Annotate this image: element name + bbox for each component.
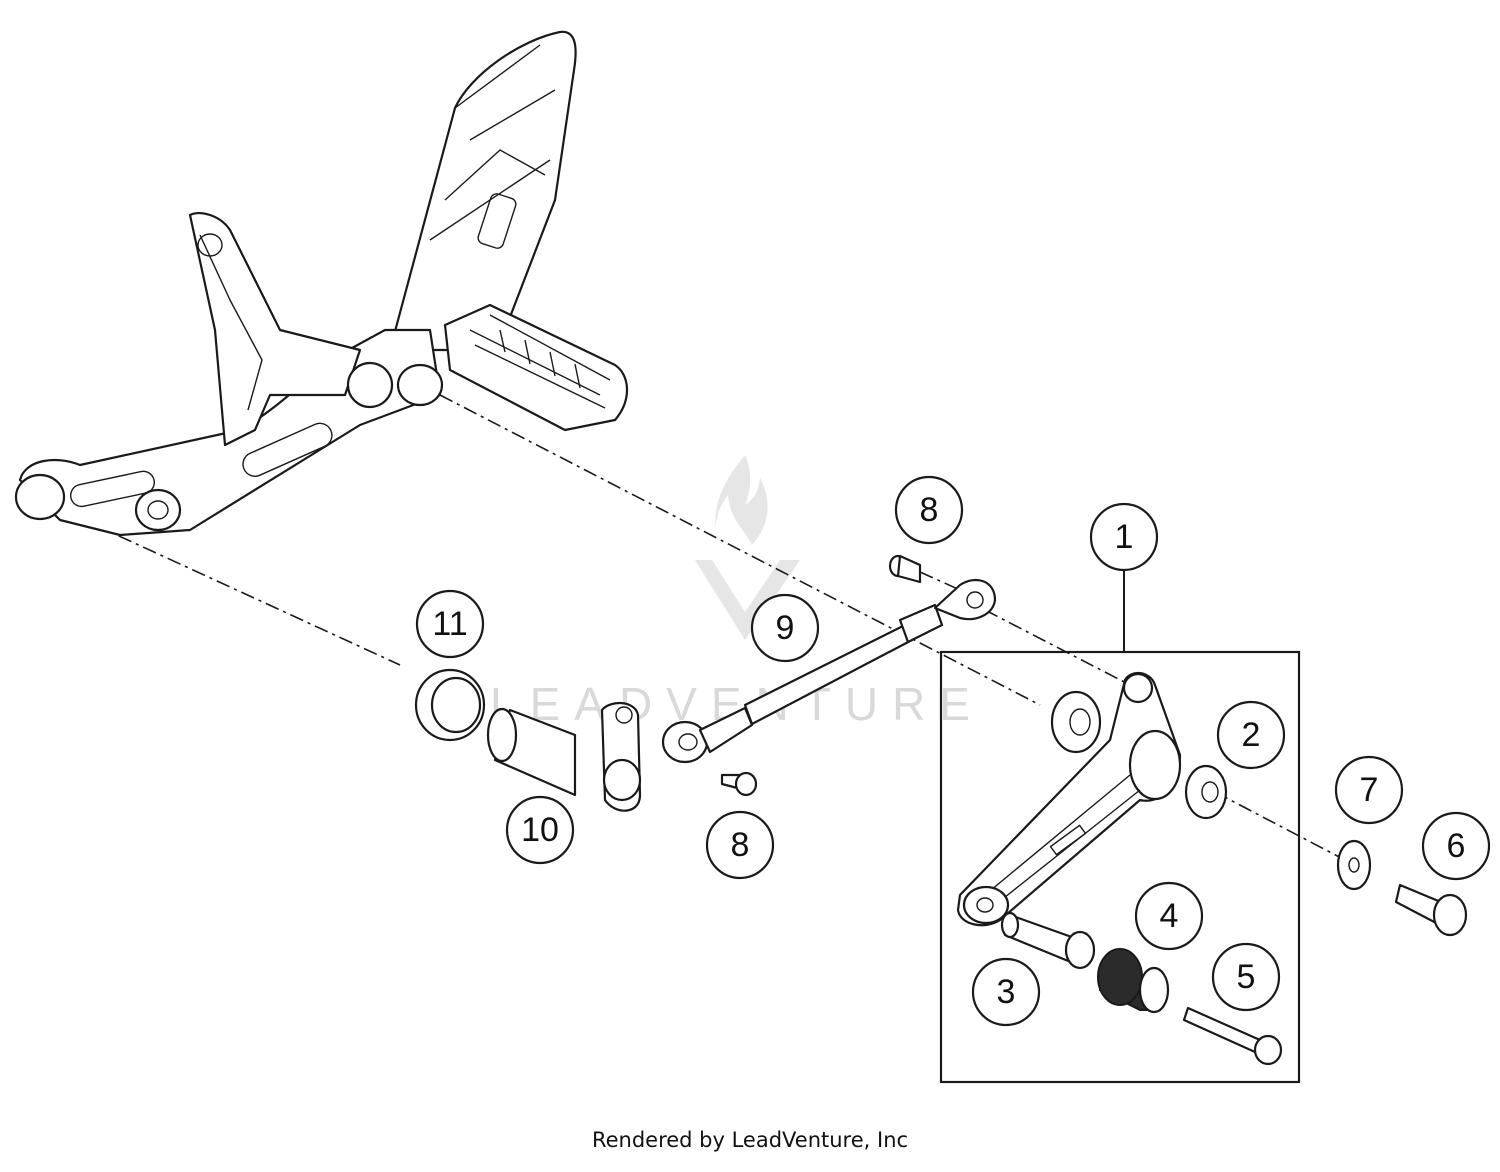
render-credit: Rendered by LeadVenture, Inc xyxy=(591,1128,909,1152)
part-4-shift-rubber xyxy=(1097,948,1170,1014)
part-10-shift-lever xyxy=(486,702,642,812)
callout-7: 7 xyxy=(1334,755,1404,825)
svg-text:10: 10 xyxy=(521,811,559,849)
callout-8-upper: 8 xyxy=(894,475,964,545)
svg-text:7: 7 xyxy=(1360,771,1379,809)
svg-text:11: 11 xyxy=(432,605,467,643)
callout-6: 6 xyxy=(1421,811,1491,881)
watermark: LEADVENTURE xyxy=(490,455,970,730)
callout-4: 4 xyxy=(1134,881,1204,951)
callout-1: 1 xyxy=(1089,502,1159,572)
part-11-bushing xyxy=(414,668,486,742)
part-7-washer xyxy=(1336,839,1372,891)
part-9-shift-rod xyxy=(661,578,997,764)
svg-text:3: 3 xyxy=(997,973,1016,1011)
svg-text:2: 2 xyxy=(1242,716,1261,754)
callout-11: 11 xyxy=(415,589,485,659)
callout-8-lower: 8 xyxy=(705,810,775,880)
callout-5: 5 xyxy=(1211,942,1281,1012)
part-6-bolt xyxy=(1394,883,1468,937)
svg-text:4: 4 xyxy=(1160,897,1179,935)
part-2-bearing xyxy=(1184,764,1228,820)
callout-3: 3 xyxy=(971,957,1041,1027)
svg-text:6: 6 xyxy=(1447,827,1466,865)
svg-text:5: 5 xyxy=(1237,958,1256,996)
part-3-sleeve xyxy=(1000,911,1096,970)
callout-9: 9 xyxy=(750,593,820,663)
svg-text:1: 1 xyxy=(1115,518,1134,556)
part-8-screw-lower xyxy=(720,771,758,797)
svg-text:8: 8 xyxy=(920,491,939,529)
callout-2: 2 xyxy=(1216,700,1286,770)
kit-box xyxy=(939,564,1301,1084)
footrest-bracket xyxy=(14,30,629,537)
svg-text:8: 8 xyxy=(731,826,750,864)
flame-v-logo-icon xyxy=(695,455,800,640)
lever-bearing xyxy=(1050,690,1102,754)
callout-10: 10 xyxy=(505,795,575,865)
part-5-bolt xyxy=(1182,1006,1283,1066)
part-1-shift-lever xyxy=(956,672,1182,927)
part-8-screw-upper xyxy=(888,554,922,584)
svg-text:9: 9 xyxy=(776,609,795,647)
